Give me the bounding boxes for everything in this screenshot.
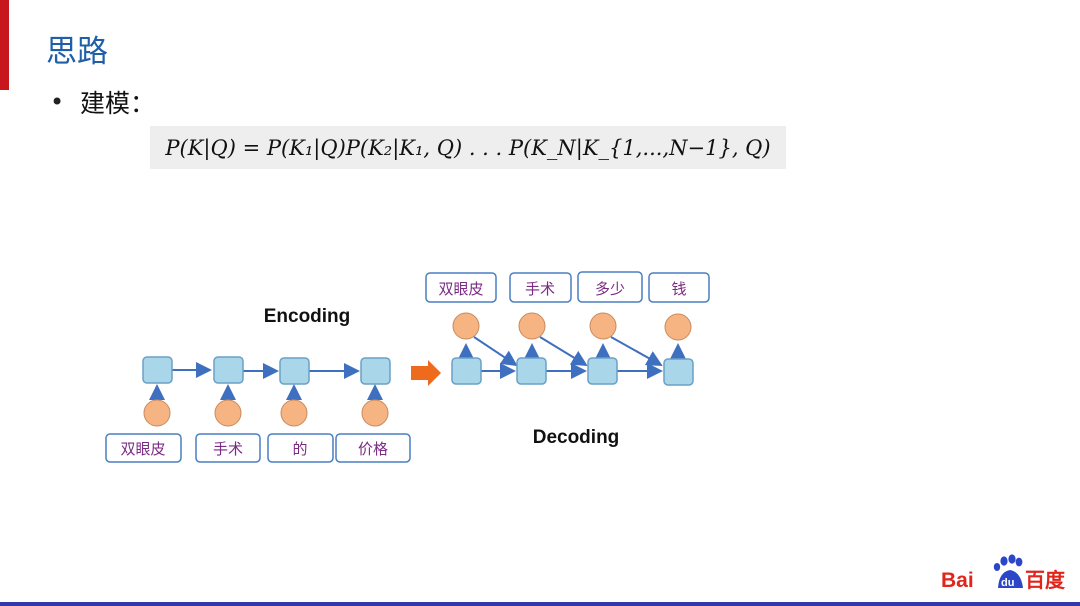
decoding-label: Decoding bbox=[533, 427, 620, 448]
decoder-word-box bbox=[425, 272, 497, 303]
decoder-cell bbox=[451, 357, 482, 385]
encoder-cell bbox=[360, 357, 391, 385]
decoder-word: 钱 bbox=[671, 280, 686, 298]
encoder-word-box bbox=[105, 433, 182, 463]
encoder-cell bbox=[142, 356, 173, 384]
decoder-output-arrows bbox=[458, 343, 686, 359]
decoder-word-box bbox=[509, 272, 572, 303]
encoder-input-arrows bbox=[149, 384, 383, 400]
baidu-logo: Bai du 百度 bbox=[941, 554, 1066, 592]
decoder-cell bbox=[516, 357, 547, 385]
bottom-rule bbox=[0, 602, 1080, 606]
decoder-output-node bbox=[589, 312, 617, 340]
encoder-word: 手术 bbox=[213, 440, 243, 458]
logo-text-mid: du bbox=[1001, 577, 1014, 589]
logo-text-left: Bai bbox=[941, 569, 974, 592]
encoder-word: 价格 bbox=[358, 440, 388, 458]
encoder-cell bbox=[213, 356, 244, 384]
paw-icon bbox=[993, 554, 1023, 588]
bullet-point: • bbox=[50, 88, 65, 116]
encoder-input-node bbox=[361, 399, 389, 427]
encoder-word-box bbox=[267, 433, 334, 463]
encoder-input-node bbox=[143, 399, 171, 427]
encoding-label: Encoding bbox=[264, 306, 351, 327]
formula: P(K|Q) = P(K₁|Q)P(K₂|K₁, Q) . . . P(K_N|… bbox=[150, 126, 786, 169]
decoder-output-node bbox=[518, 312, 546, 340]
title-accent-bar bbox=[0, 0, 9, 90]
decoder-cell bbox=[587, 357, 618, 385]
encoder-input-node bbox=[280, 399, 308, 427]
decoder-word: 多少 bbox=[595, 280, 625, 298]
encoder-word-box bbox=[195, 433, 261, 463]
formula-text: P(K|Q) = P(K₁|Q)P(K₂|K₁, Q) . . . P(K_N|… bbox=[165, 135, 771, 160]
encoder-word: 的 bbox=[292, 440, 307, 458]
orange-transfer-arrow bbox=[411, 360, 441, 386]
decoder-output-node bbox=[664, 313, 692, 341]
decoder-output-node bbox=[452, 312, 480, 340]
logo-text-right: 百度 bbox=[1025, 568, 1066, 592]
encoder-input-node bbox=[214, 399, 242, 427]
decoder-word-box bbox=[577, 271, 643, 303]
decoder-word: 双眼皮 bbox=[438, 280, 483, 298]
encoder-word-box bbox=[335, 433, 411, 463]
decoder-word: 手术 bbox=[525, 280, 555, 298]
encoder-cell bbox=[279, 357, 310, 385]
slide-title: 思路 bbox=[46, 34, 108, 70]
decoder-cell bbox=[663, 358, 694, 386]
encoder-word: 双眼皮 bbox=[120, 440, 165, 458]
bullet-text: 建模： bbox=[80, 89, 156, 118]
decoder-feedback-arrows bbox=[473, 336, 663, 367]
encoder-links bbox=[172, 362, 360, 379]
decoder-word-box bbox=[648, 272, 710, 303]
